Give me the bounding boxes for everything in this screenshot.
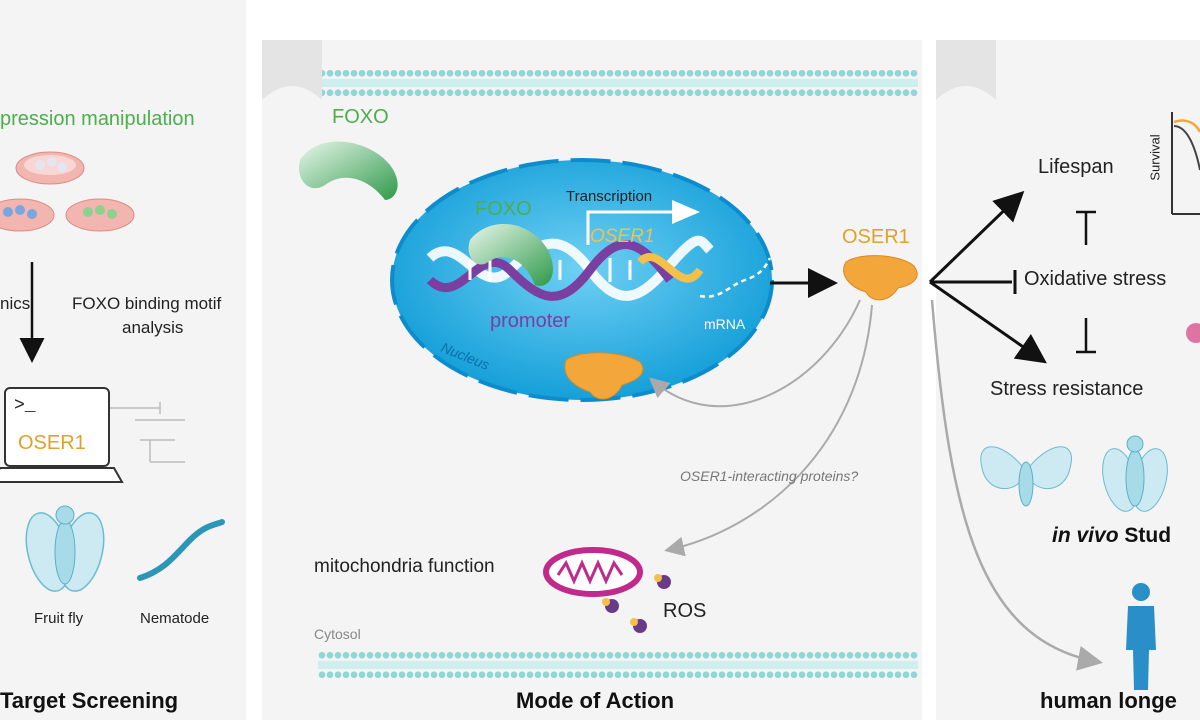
stress-resistance-label: Stress resistance	[990, 378, 1144, 400]
cytosol-label: Cytosol	[314, 626, 361, 642]
in-vivo-panel	[936, 40, 1200, 720]
bottom-membrane	[318, 652, 918, 678]
oxidative-stress-label: Oxidative stress	[1024, 268, 1167, 290]
transcription-arrowhead	[672, 200, 700, 224]
in-vivo-rest: Stud	[1124, 524, 1172, 547]
foxo-inside-label: FOXO	[475, 198, 532, 220]
moth-icon	[980, 446, 1072, 507]
foxo-protein-outside	[299, 141, 398, 200]
in-vivo-title: in vivo Stud	[1052, 524, 1171, 548]
human-arrow	[930, 299, 1103, 671]
fruit-fly-icon	[25, 505, 105, 592]
gene-on-dna-label: OSER1	[590, 226, 655, 247]
mitochondria-icon	[543, 547, 643, 597]
in-vivo-italic: in vivo	[1052, 524, 1119, 547]
transcription-label: Transcription	[566, 188, 653, 205]
ros-label: ROS	[663, 600, 707, 622]
survival-mini-chart	[1171, 112, 1200, 215]
page-curl	[262, 40, 322, 100]
mito-arrow	[664, 304, 873, 557]
mode-of-action-title: Mode of Action	[516, 688, 675, 713]
laptop-gene-label: OSER1	[18, 432, 86, 454]
partial-icon	[1186, 323, 1200, 343]
dna-helix	[426, 235, 714, 301]
oser1-protein-nuclear	[564, 352, 644, 400]
ros-molecules	[602, 574, 671, 633]
page-curl	[936, 40, 996, 100]
top-membrane	[318, 70, 918, 96]
mitochondria-function-label: mitochondria function	[314, 556, 495, 577]
nuclear-import-arrow	[648, 299, 861, 408]
petri-dishes	[0, 151, 135, 232]
fly-icon	[1102, 435, 1168, 512]
terminal-prompt: >_	[14, 396, 36, 416]
fruit-fly-label: Fruit fly	[34, 610, 84, 627]
foxo-protein-bound	[468, 223, 553, 286]
lifespan-label: Lifespan	[1038, 156, 1114, 178]
target-screening-title: Target Screening	[0, 688, 179, 713]
motif-label-line1: FOXO binding motif	[72, 294, 222, 313]
foxo-outside-label: FOXO	[332, 106, 389, 128]
mrna-label: mRNA	[704, 316, 746, 332]
mrna-strand	[699, 257, 772, 298]
promoter-label: promoter	[490, 310, 571, 332]
oser1-protein-label: OSER1	[842, 226, 910, 248]
effect-arrows	[928, 190, 1096, 364]
human-icon	[1126, 583, 1156, 690]
transcription-arrow	[586, 210, 680, 245]
motif-label-line2: analysis	[122, 318, 184, 337]
interacting-proteins-label: OSER1-interacting proteins?	[680, 468, 859, 484]
survival-axis-label: Survival	[1147, 134, 1163, 181]
human-longevity-title: human longe	[1040, 688, 1177, 713]
nematode-icon	[137, 519, 225, 581]
omics-label: nics	[0, 294, 31, 313]
nematode-label: Nematode	[140, 610, 210, 627]
expression-manipulation-heading: pression manipulation	[0, 108, 195, 130]
oser1-protein-cytosol	[843, 255, 918, 301]
laptop-icon	[0, 387, 185, 483]
